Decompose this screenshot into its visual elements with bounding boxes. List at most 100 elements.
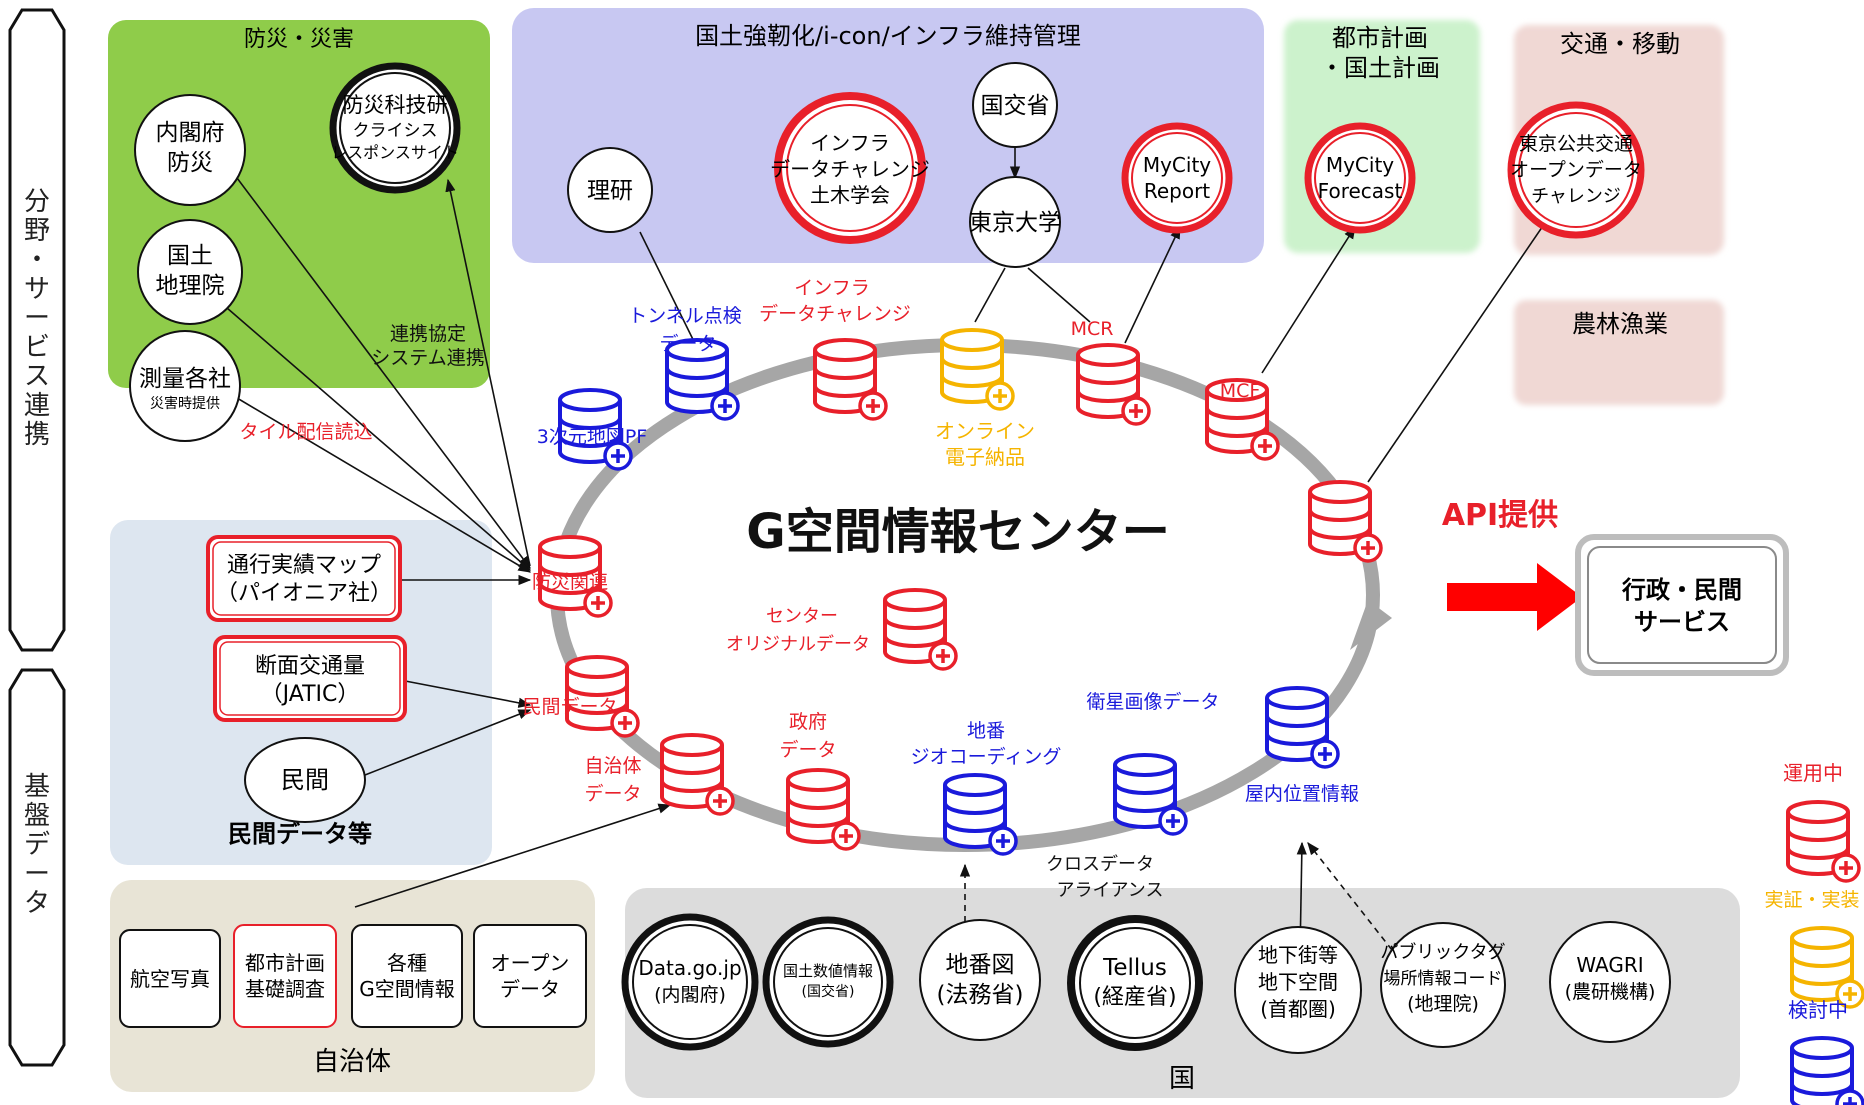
db-label-infra-1: インフラ bbox=[794, 277, 869, 299]
node-mycity-forecast[interactable]: MyCity Forecast bbox=[1304, 122, 1416, 234]
legend-db-review-icon bbox=[1790, 1036, 1864, 1105]
svg-text:地下空間: 地下空間 bbox=[1258, 970, 1338, 994]
svg-text:都市計画: 都市計画 bbox=[245, 951, 325, 975]
edge-label-renkei-1: 連携協定 bbox=[390, 323, 466, 345]
svg-text:(地理院): (地理院) bbox=[1407, 993, 1479, 1015]
db-sanjigen-icon bbox=[558, 388, 633, 471]
node-kokudo-suchi[interactable]: 国土数値情報 (国交省) bbox=[762, 916, 894, 1048]
node-data-go-jp[interactable]: Data.go.jp (内閣府) bbox=[621, 913, 759, 1051]
svg-text:理研: 理研 bbox=[587, 178, 633, 204]
db-label-online-2: 電子納品 bbox=[945, 445, 1025, 469]
db-label-minkan-data: 民間データ bbox=[522, 696, 617, 718]
svg-text:(法務省): (法務省) bbox=[937, 982, 1024, 1008]
db-label-okunai: 屋内位置情報 bbox=[1245, 783, 1359, 805]
legend-db-demo-icon bbox=[1790, 926, 1864, 1009]
node-utokyo[interactable]: 東京大学 bbox=[969, 176, 1061, 268]
svg-text:地理院: 地理院 bbox=[156, 273, 225, 299]
db-center-original-icon bbox=[883, 588, 958, 671]
svg-text:オープン: オープン bbox=[491, 951, 570, 975]
side-label-top: 分野・サービス連携 bbox=[24, 187, 50, 450]
api-arrow bbox=[1447, 563, 1582, 631]
svg-text:断面交通量: 断面交通量 bbox=[255, 654, 365, 679]
svg-text:MyCity: MyCity bbox=[1143, 153, 1211, 177]
db-label-tunnel-1: トンネル点検 bbox=[628, 305, 742, 327]
node-tellus[interactable]: Tellus (経産省) bbox=[1067, 915, 1203, 1051]
connector-lines bbox=[211, 147, 1563, 956]
node-naikakufu-bousai[interactable]: 内閣府 防災 bbox=[134, 94, 246, 206]
node-wagri[interactable]: WAGRI (農研機構) bbox=[1549, 921, 1671, 1043]
legend-db-operating-icon bbox=[1786, 800, 1861, 883]
db-tunnel-icon bbox=[665, 338, 740, 421]
db-label-chiban-1: 地番 bbox=[967, 720, 1005, 742]
svg-text:行政・民間: 行政・民間 bbox=[1621, 576, 1742, 604]
db-label-online-1: オンライン bbox=[935, 419, 1035, 443]
db-label-cross-1: クロスデータ bbox=[1046, 854, 1154, 875]
svg-text:インフラ: インフラ bbox=[810, 131, 889, 155]
side-bracket-bottom bbox=[8, 668, 66, 1067]
svg-text:場所情報コード: 場所情報コード bbox=[1384, 969, 1503, 989]
node-kouku[interactable]: 航空写真 bbox=[119, 929, 221, 1028]
db-infra-challenge-icon bbox=[813, 338, 888, 421]
node-danmen[interactable]: 断面交通量 （JATIC） bbox=[213, 635, 407, 722]
svg-text:Tellus: Tellus bbox=[1102, 955, 1167, 981]
node-bousai-kagiken[interactable]: 防災科技研 クライシス レスポンスサイト bbox=[329, 62, 461, 194]
node-mlit[interactable]: 国交省 bbox=[972, 62, 1058, 148]
svg-text:土木学会: 土木学会 bbox=[810, 183, 890, 207]
node-public-tag[interactable]: パブリックタグ 場所情報コード (地理院) bbox=[1380, 922, 1506, 1048]
svg-text:Data.go.jp: Data.go.jp bbox=[638, 956, 741, 980]
panel-transport-title: 交通・移動 bbox=[1560, 30, 1680, 58]
svg-text:レスポンスサイト: レスポンスサイト bbox=[331, 143, 459, 162]
db-label-bousai-kanren: 防災関連 bbox=[532, 571, 608, 593]
panel-national-title: 国 bbox=[1169, 1064, 1195, 1094]
node-toshi-kiso[interactable]: 都市計画 基礎調査 bbox=[233, 924, 337, 1028]
svg-text:MyCity: MyCity bbox=[1326, 153, 1394, 177]
svg-text:データチャレンジ: データチャレンジ bbox=[770, 157, 930, 181]
svg-text:オープンデータ: オープンデータ bbox=[1510, 159, 1642, 181]
db-label-sanjigen: 3次元地図PF bbox=[537, 426, 647, 448]
svg-text:内閣府: 内閣府 bbox=[156, 120, 225, 146]
db-label-tunnel-2: データ bbox=[659, 333, 716, 355]
node-chiban-zu[interactable]: 地番図 (法務省) bbox=[919, 919, 1041, 1041]
db-label-chiban-2: ジオコーディング bbox=[911, 746, 1062, 768]
node-infra-challenge-org[interactable]: インフラ データチャレンジ 土木学会 bbox=[770, 92, 930, 244]
node-riken[interactable]: 理研 bbox=[567, 147, 653, 233]
db-label-center-original-2: オリジナルデータ bbox=[726, 634, 870, 655]
panel-urban-subtitle: ・国土計画 bbox=[1320, 54, 1440, 82]
svg-text:測量各社: 測量各社 bbox=[139, 366, 231, 392]
svg-text:民間: 民間 bbox=[281, 766, 329, 794]
panel-municipal-title: 自治体 bbox=[313, 1047, 391, 1077]
node-chika[interactable]: 地下街等 地下空間 (首都圏) bbox=[1234, 926, 1362, 1054]
svg-text:WAGRI: WAGRI bbox=[1576, 953, 1643, 977]
node-minkan[interactable]: 民間 bbox=[244, 737, 366, 823]
database-icons bbox=[538, 328, 1864, 1105]
db-label-infra-2: データチャレンジ bbox=[759, 303, 911, 325]
node-sokuryo[interactable]: 測量各社 災害時提供 bbox=[129, 330, 241, 442]
db-label-seifu-2: データ bbox=[779, 739, 836, 761]
db-label-jichitai-1: 自治体 bbox=[584, 755, 641, 777]
svg-text:国交省: 国交省 bbox=[981, 93, 1050, 119]
node-kokudo-chiriin[interactable]: 国土 地理院 bbox=[137, 219, 243, 325]
svg-text:サービス: サービス bbox=[1634, 608, 1730, 636]
node-open-data[interactable]: オープン データ bbox=[473, 924, 587, 1028]
legend-review-label: 検討中 bbox=[1788, 998, 1848, 1022]
node-tokyo-transit[interactable]: 東京公共交通 オープンデータ チャレンジ bbox=[1507, 101, 1645, 239]
svg-text:（パイオニア社）: （パイオニア社） bbox=[216, 581, 392, 606]
db-jichitai-icon bbox=[660, 733, 735, 816]
svg-text:災害時提供: 災害時提供 bbox=[150, 396, 220, 412]
svg-text:Report: Report bbox=[1144, 179, 1210, 203]
node-mycity-report[interactable]: MyCity Report bbox=[1121, 122, 1233, 234]
svg-text:国土数値情報: 国土数値情報 bbox=[783, 962, 873, 980]
node-gyosei-service[interactable]: 行政・民間 サービス bbox=[1575, 534, 1789, 676]
node-tsuko-map[interactable]: 通行実績マップ （パイオニア社） bbox=[206, 535, 402, 622]
svg-text:通行実績マップ: 通行実績マップ bbox=[227, 553, 381, 578]
db-label-seifu-1: 政府 bbox=[789, 711, 827, 733]
db-chiban-icon bbox=[943, 773, 1018, 856]
node-kakushu-g[interactable]: 各種 G空間情報 bbox=[351, 924, 463, 1028]
panel-private-title: 民間データ等 bbox=[228, 820, 372, 848]
db-label-eisei: 衛星画像データ bbox=[1086, 691, 1219, 713]
svg-text:G空間情報: G空間情報 bbox=[359, 977, 455, 1001]
db-okunai-icon bbox=[1265, 686, 1340, 769]
panel-infra-title: 国土強靭化/i-con/インフラ維持管理 bbox=[695, 22, 1081, 50]
